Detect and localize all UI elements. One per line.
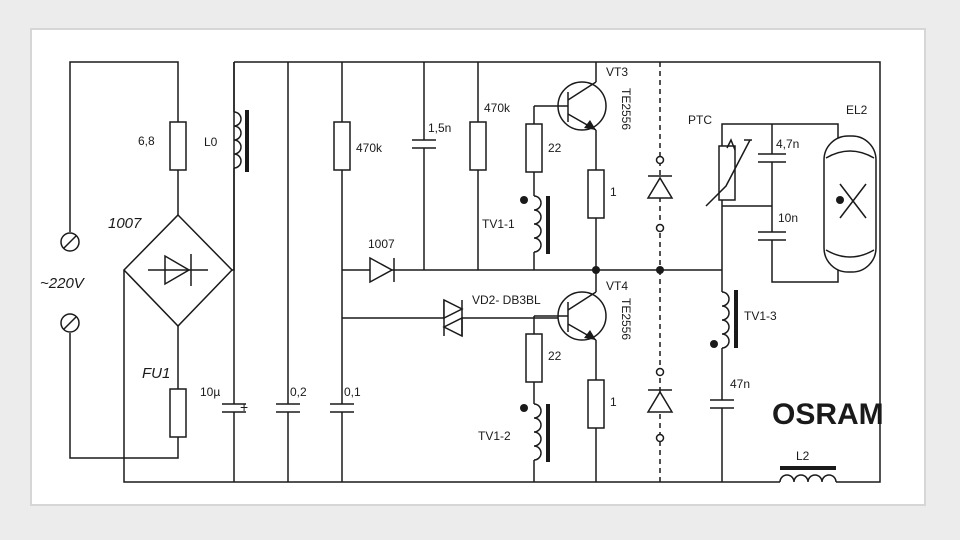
capacitor-10n-label: 10n	[778, 211, 798, 225]
fuse-fu1	[169, 388, 187, 438]
diode-1007-label: 1007	[368, 237, 395, 251]
resistor-1-top-label: 1	[610, 185, 617, 199]
capacitor-10u	[222, 390, 246, 482]
protection-diode-bottom	[646, 270, 674, 482]
mains-terminal-bottom	[60, 313, 80, 333]
inductor-l0-label: L0	[204, 135, 218, 149]
winding-tv1-1	[520, 195, 550, 270]
transistor-vt3	[533, 62, 607, 170]
winding-tv1-3	[710, 270, 738, 400]
inductor-l2	[600, 61, 881, 483]
vt3-type-label: TE2556	[619, 88, 633, 130]
transistor-vt4	[533, 270, 607, 380]
capacitor-0-1	[330, 62, 354, 482]
ptc-network	[705, 123, 839, 283]
capacitor-47n-label: 47n	[730, 377, 750, 391]
lamp-el2-label: EL2	[846, 103, 868, 117]
diode-1007	[342, 256, 600, 284]
capacitor-0-1-label: 0,1	[344, 385, 361, 399]
vt3-label: VT3	[606, 65, 628, 79]
mains-terminal-top	[60, 232, 80, 252]
resistor-6-8-label: 6,8	[138, 134, 155, 148]
capacitor-4-7n-label: 4,7n	[776, 137, 799, 151]
tv1-2-label: TV1-2	[478, 429, 511, 443]
resistor-22-bottom	[525, 333, 543, 404]
ptc-label: PTC	[688, 113, 712, 127]
resistor-1-top	[587, 169, 605, 219]
capacitor-1-5n	[412, 62, 436, 270]
winding-tv1-2	[520, 403, 550, 482]
junction-dot-mid	[656, 266, 664, 274]
resistor-470k-a-label: 470k	[356, 141, 383, 155]
vt4-label: VT4	[606, 279, 628, 293]
capacitor-0-2-label: 0,2	[290, 385, 307, 399]
capacitor-47n	[710, 399, 734, 482]
lamp-el2	[823, 135, 877, 273]
diac-vd2	[342, 298, 560, 338]
resistor-470k-b-label: 470k	[484, 101, 511, 115]
mains-label: ~220V	[40, 275, 86, 292]
resistor-470k-a	[333, 121, 351, 171]
bridge-label: 1007	[108, 215, 142, 232]
resistor-470k-b	[469, 62, 487, 270]
brand-label: OSRAM	[772, 398, 884, 431]
resistor-6-8	[169, 121, 187, 171]
capacitor-10u-label: 10µ	[200, 385, 220, 399]
resistor-22-bottom-label: 22	[548, 349, 562, 363]
tv1-3-label: TV1-3	[744, 309, 777, 323]
capacitor-10u-polarity: +	[240, 399, 248, 415]
capacitor-1-5n-label: 1,5n	[428, 121, 451, 135]
tv1-1-label: TV1-1	[482, 217, 515, 231]
resistor-1-bottom-label: 1	[610, 395, 617, 409]
diac-vd2-label: VD2- DB3BL	[472, 293, 541, 307]
junction-dot-vt	[592, 266, 600, 274]
protection-diode-top	[646, 62, 674, 270]
bridge-rectifier	[122, 62, 235, 483]
inductor-l2-label: L2	[796, 449, 810, 463]
resistor-22-top	[525, 123, 543, 196]
vt4-type-label: TE2556	[619, 298, 633, 340]
inductor-l0	[233, 62, 249, 390]
resistor-22-top-label: 22	[548, 141, 562, 155]
capacitor-0-2	[276, 62, 300, 482]
fuse-label: FU1	[142, 365, 170, 382]
resistor-1-bottom	[587, 379, 605, 429]
